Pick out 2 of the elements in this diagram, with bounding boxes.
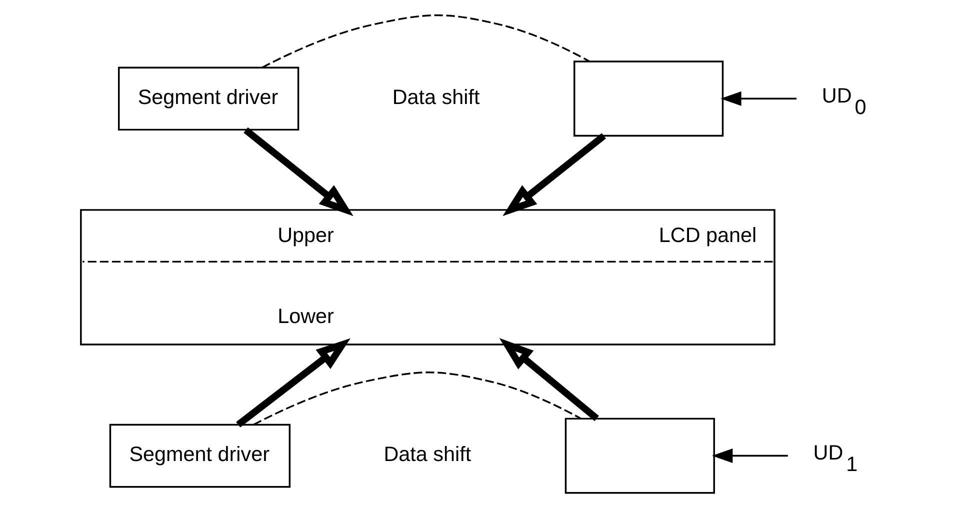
label: Data shift xyxy=(392,86,480,109)
label: Data shift xyxy=(383,443,471,466)
